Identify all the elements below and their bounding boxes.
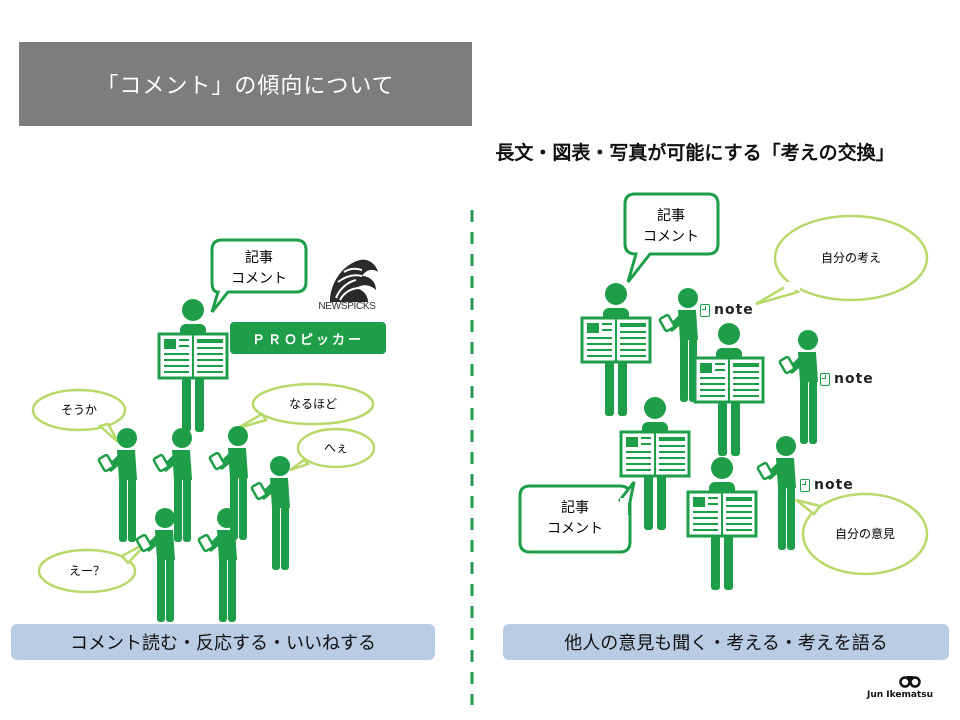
slide-title-box: 「コメント」の傾向について	[19, 42, 472, 126]
reader-right-4	[686, 455, 758, 592]
own-opinion-bubble	[801, 492, 929, 576]
pro-picker-figure	[157, 297, 229, 434]
right-caption: 他人の意見も聞く・考える・考えを語る	[503, 624, 949, 660]
author-name: Jun Ikematsu	[866, 690, 933, 700]
newspicks-wordmark: NEWSPICKS	[318, 301, 376, 312]
phone-right-2	[777, 328, 820, 446]
article-comment-bubble-left	[210, 238, 308, 313]
left-article-bubble-line1: 記事	[245, 249, 273, 266]
reaction-bubble-ee	[37, 548, 137, 594]
reader-phone-4	[249, 454, 292, 572]
reaction-bubble-naruhodo	[251, 382, 375, 426]
left-article-bubble-line2: コメント	[231, 271, 287, 287]
reaction-bubble-souka	[31, 388, 127, 432]
pro-picker-badge: ＰＲＯピッカー	[230, 322, 386, 354]
slide-subtitle: 長文・図表・写真が可能にする「考えの交換」	[495, 142, 895, 164]
reaction-bubble-hee	[296, 427, 376, 469]
own-thought-text: 自分の考え	[821, 251, 881, 265]
slide-title: 「コメント」の傾向について	[96, 74, 395, 99]
right-bottom-bubble-line2: コメント	[547, 521, 603, 537]
right-top-bubble-line1: 記事	[657, 207, 685, 224]
right-bottom-bubble-line1: 記事	[561, 499, 589, 516]
phone-right-1	[657, 286, 700, 404]
binoculars-icon	[899, 676, 921, 688]
reader-right-2	[693, 321, 765, 458]
reader-right-1	[580, 281, 652, 418]
reaction-hee-text: へぇ	[324, 441, 348, 455]
own-thought-bubble	[773, 214, 929, 302]
note-label-1: note	[700, 302, 754, 318]
reaction-ee-text: えー？	[69, 564, 105, 578]
note-label-2: note	[820, 371, 874, 387]
note-label-3: note	[800, 477, 854, 493]
own-opinion-text: 自分の意見	[835, 526, 895, 541]
note-icon	[820, 372, 830, 386]
reader-phone-1	[96, 426, 139, 544]
newspicks-logo	[330, 259, 378, 302]
right-top-bubble-line2: コメント	[643, 229, 699, 245]
reader-phone-5	[134, 506, 177, 624]
note-icon	[700, 303, 710, 317]
note-icon	[800, 478, 810, 492]
article-comment-bubble-right-top	[623, 192, 720, 283]
reaction-souka-text: そうか	[61, 403, 97, 417]
phone-right-3	[755, 434, 798, 552]
left-caption: コメント読む・反応する・いいねする	[11, 624, 435, 660]
reader-phone-6	[196, 506, 239, 624]
article-comment-bubble-right-bottom	[518, 484, 632, 554]
reaction-naruhodo-text: なるほど	[289, 397, 337, 411]
